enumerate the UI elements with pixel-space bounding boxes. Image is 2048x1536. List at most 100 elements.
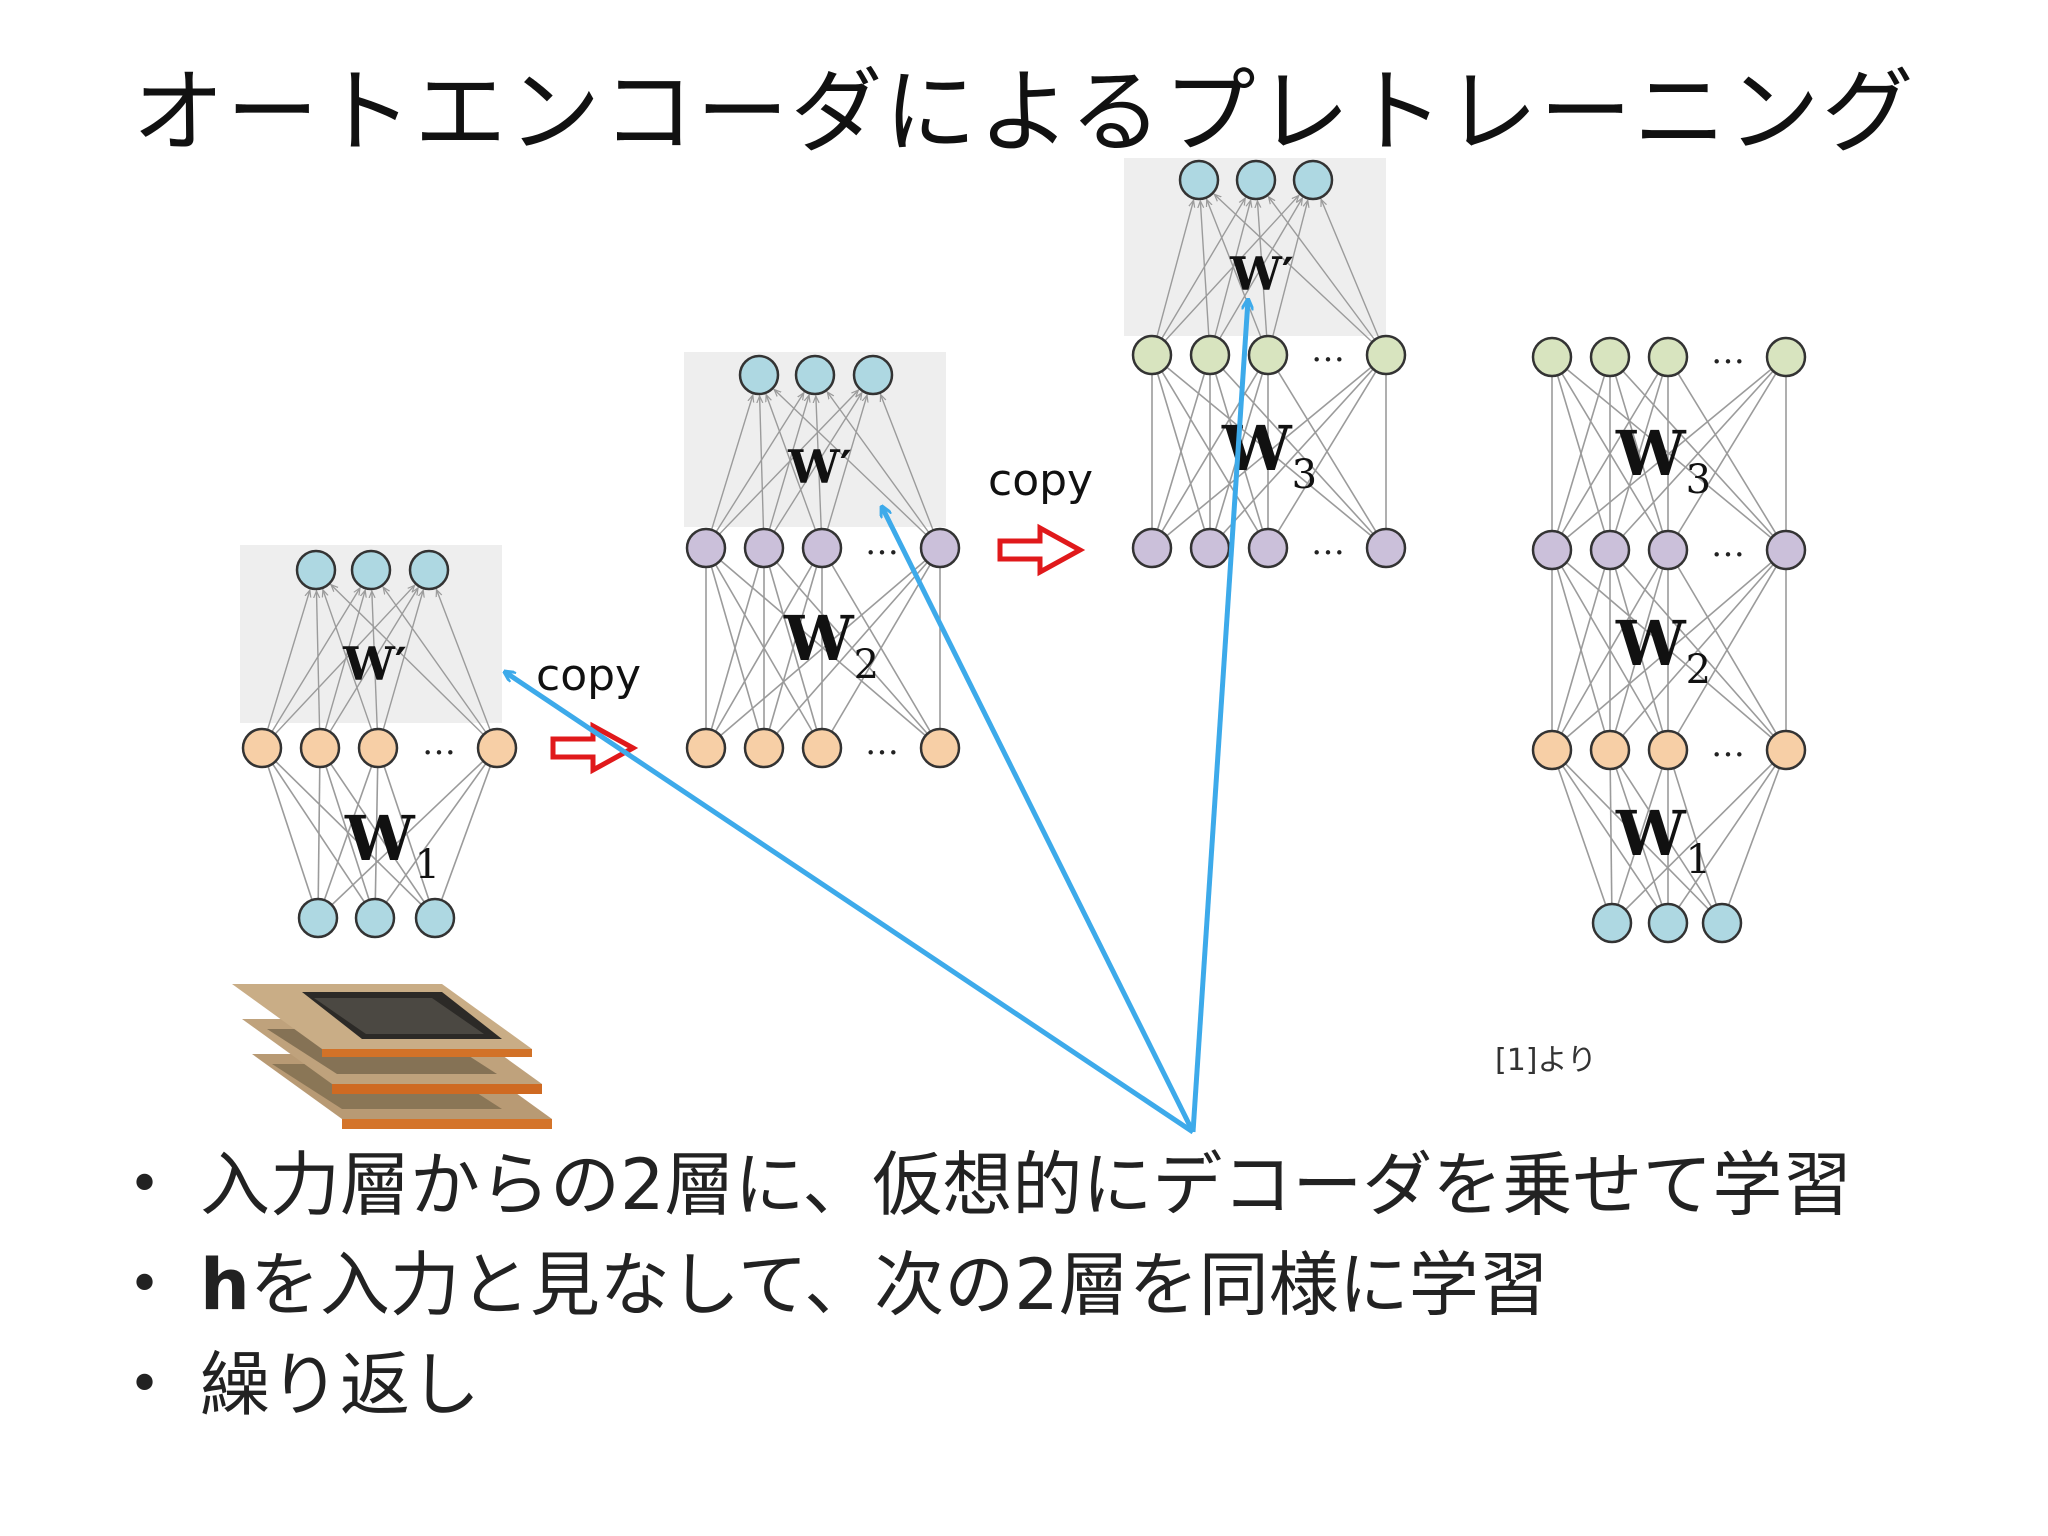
connection-edge (1552, 750, 1669, 924)
decoder-edge (1200, 201, 1210, 337)
connection-edge (262, 748, 436, 919)
bullet-text: を入力と見なして、次の2層を同様に学習 (249, 1244, 1549, 1326)
decoder-edge (1219, 198, 1303, 339)
ellipsis-label: … (1311, 523, 1345, 563)
weight-label: W3 (1221, 412, 1317, 498)
network-node (743, 727, 785, 769)
connection-edge (1610, 357, 1669, 551)
decoder-edge (710, 395, 753, 531)
weight-label: W2 (783, 602, 879, 688)
decoder-edge (1164, 195, 1299, 342)
connection-edge (1610, 750, 1612, 924)
connection-edge (1552, 357, 1611, 551)
connection-edge (434, 748, 497, 919)
decoder-edge (266, 590, 310, 731)
ellipsis-label: … (1711, 725, 1745, 765)
decoder-edge (1156, 200, 1194, 337)
ellipsis-label: … (1711, 525, 1745, 565)
connection-edge (262, 748, 319, 919)
network-node (1189, 527, 1231, 569)
weight-label: W3 (1615, 417, 1711, 503)
network-node (297, 897, 339, 939)
connection-edge (1152, 355, 1269, 549)
connection-edge (1610, 550, 1669, 751)
connection-edge (1552, 550, 1611, 751)
connection-edge (706, 548, 941, 749)
connection-edge (1552, 750, 1723, 924)
connection-edge (1210, 355, 1387, 549)
bullet-text: 入力層からの2層に、仮想的にデコーダを乗せて学習 (200, 1144, 1853, 1226)
network-node (1701, 902, 1743, 944)
decoder-edge (827, 392, 930, 534)
connection-edge (1668, 550, 1787, 751)
connection-edge (1552, 550, 1669, 751)
connection-edge (1552, 550, 1787, 751)
connection-edge (1610, 550, 1787, 751)
copy-arrow (550, 721, 639, 775)
connection-edge (1268, 355, 1387, 549)
decoder-edge (1207, 200, 1262, 338)
network-node (1647, 529, 1689, 571)
decoder-edge (826, 395, 867, 530)
network-node (1365, 334, 1407, 376)
weight-label: W1 (1615, 797, 1711, 883)
copy-arrow (997, 523, 1086, 577)
network-node (1765, 336, 1807, 378)
network-node (295, 549, 337, 591)
connection-edge (1552, 357, 1669, 551)
network-node (801, 727, 843, 769)
connection-edge (317, 748, 497, 919)
connection-edge (1610, 750, 1723, 924)
network-node (1189, 334, 1231, 376)
decoder-edge (1257, 201, 1268, 337)
network-node (1365, 527, 1407, 569)
decoder-edge (1272, 200, 1308, 337)
w-prime-label: W′ (342, 637, 407, 691)
network-node (1247, 334, 1289, 376)
network-node (1589, 336, 1631, 378)
network-node (685, 527, 727, 569)
network-node (1531, 529, 1573, 571)
network-node (1647, 336, 1689, 378)
decoder-edge (881, 395, 934, 531)
connection-edge (1152, 355, 1387, 549)
bullet-bold: h (200, 1244, 250, 1326)
connection-edge (1721, 750, 1786, 924)
decoder-edge (436, 590, 491, 731)
network-node (1131, 334, 1173, 376)
connection-edge (822, 548, 941, 749)
connection-edge (262, 748, 376, 919)
decoder-edge (1269, 197, 1376, 341)
connection-edge (1611, 750, 1668, 924)
network-node (738, 354, 780, 396)
network-node (476, 727, 518, 769)
connection-edge (320, 748, 436, 919)
bullet-dot: • (128, 1152, 162, 1217)
w-prime-label: W′ (1229, 247, 1294, 301)
network-node (1589, 529, 1631, 571)
network-node (1247, 527, 1289, 569)
connection-edge (1552, 357, 1787, 551)
pointer-arrow (505, 672, 1195, 1135)
slide-title: オートエンコーダによるプレトレーニング (132, 59, 1916, 166)
bullet-item: • 入力層からの2層に、仮想的にデコーダを乗せて学習 (120, 1135, 1852, 1235)
ellipsis-label: … (865, 723, 899, 763)
bullet-item: •繰り返し (120, 1335, 1852, 1435)
network-node (299, 727, 341, 769)
decoder-edge (760, 396, 765, 530)
network-node (1765, 729, 1807, 771)
network-node (852, 354, 894, 396)
decoder-edge (715, 393, 804, 533)
pointer-arrow (882, 507, 1196, 1134)
network-node (1647, 729, 1689, 771)
connection-edge (764, 548, 823, 749)
pointer-arrow (1190, 300, 1248, 1133)
network-node (1531, 729, 1573, 771)
bullet-item: •hを入力と見なして、次の2層を同様に学習 (120, 1235, 1852, 1335)
network-node (1292, 159, 1334, 201)
connection-edge (764, 548, 941, 749)
network-node (414, 897, 456, 939)
connection-edge (378, 748, 436, 919)
ellipsis-label: … (1711, 332, 1745, 372)
